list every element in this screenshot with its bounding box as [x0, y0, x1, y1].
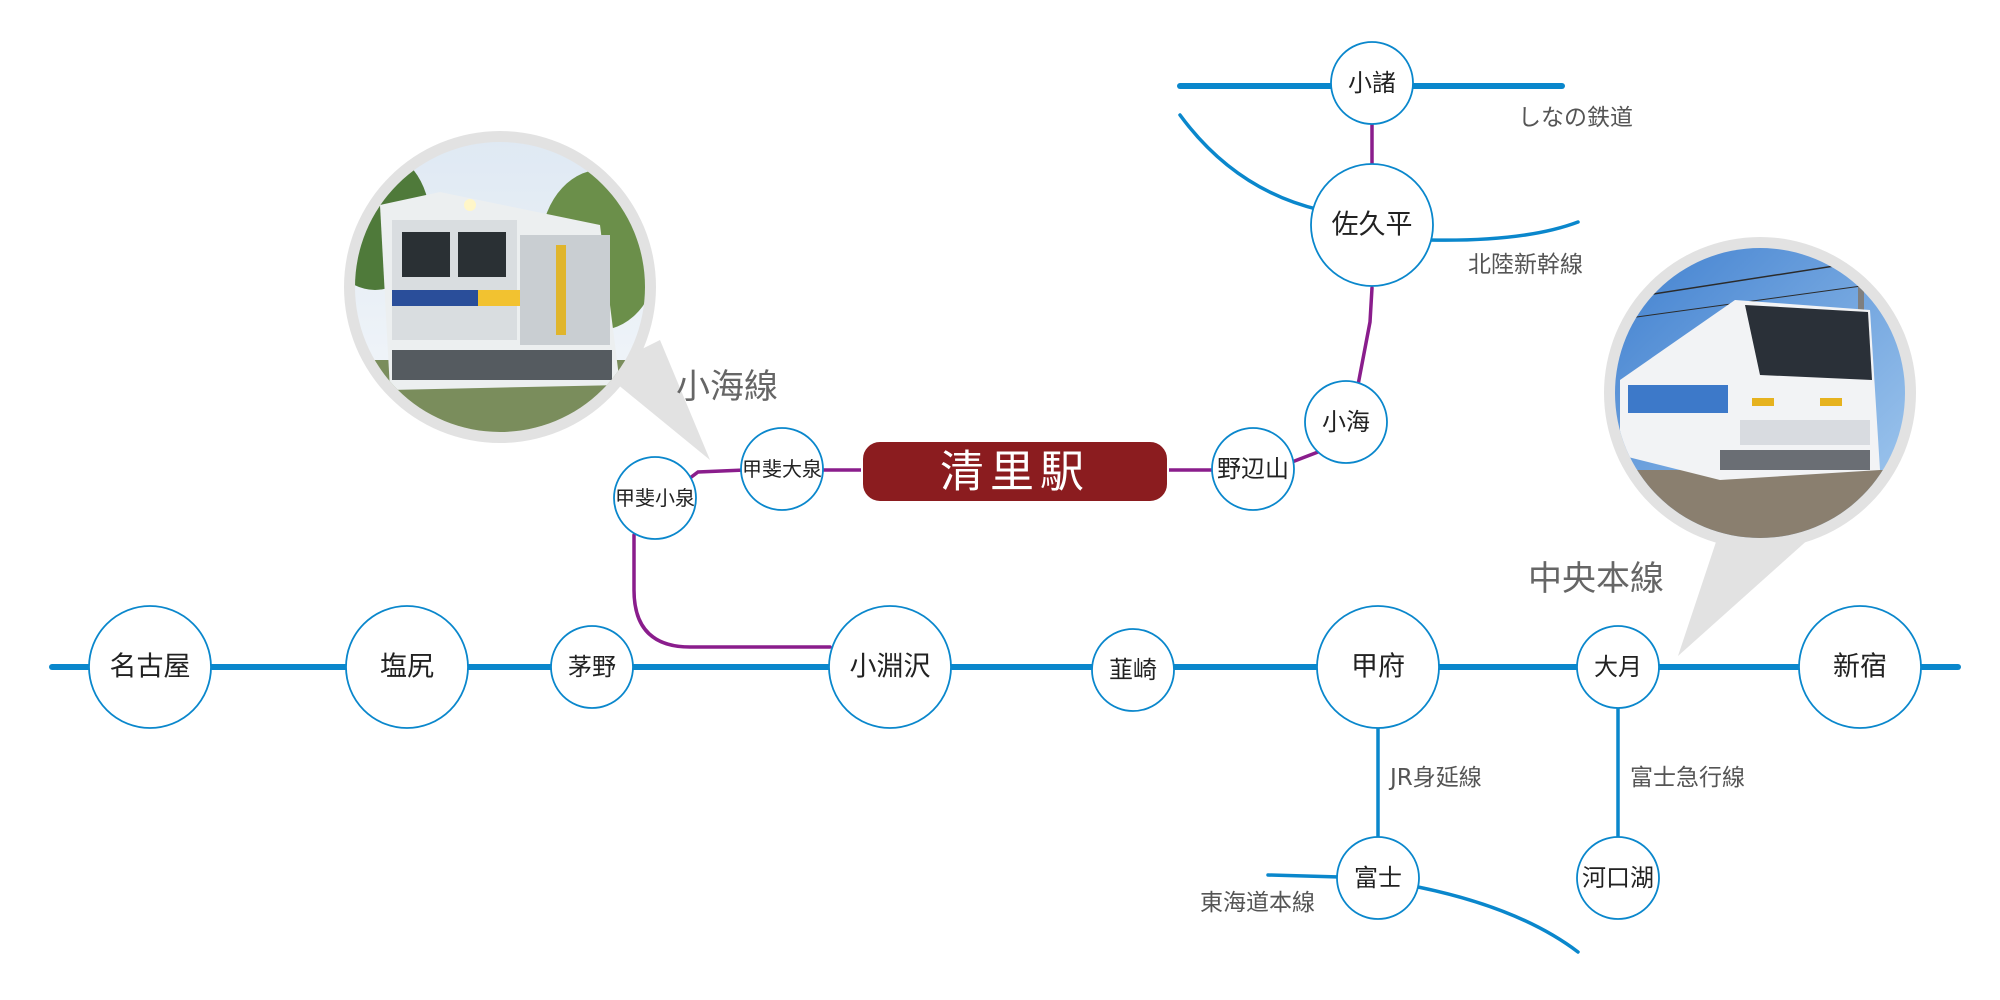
- station-kofu[interactable]: 甲府: [1316, 605, 1440, 729]
- station-sakudaira[interactable]: 佐久平: [1310, 163, 1434, 287]
- main-station-kiyosato[interactable]: 清里駅: [861, 440, 1169, 503]
- station-nagoya[interactable]: 名古屋: [88, 605, 212, 729]
- svg-text:新宿: 新宿: [1833, 652, 1887, 683]
- label-koumi-line: 小海線: [676, 367, 778, 407]
- label-jr-minobu-line: JR身延線: [1388, 765, 1482, 791]
- station-kawaguchiko[interactable]: 河口湖: [1576, 836, 1660, 920]
- svg-text:韮崎: 韮崎: [1109, 656, 1157, 684]
- svg-text:小海: 小海: [1322, 408, 1370, 436]
- svg-text:甲府: 甲府: [1351, 652, 1405, 683]
- label-chuo-main-line: 中央本線: [1528, 559, 1664, 599]
- svg-text:富士: 富士: [1354, 864, 1402, 892]
- label-hokuriku-shinkansen: 北陸新幹線: [1468, 252, 1583, 278]
- svg-text:小淵沢: 小淵沢: [850, 652, 931, 683]
- label-tokaido-main-line: 東海道本線: [1200, 890, 1315, 916]
- station-komoro[interactable]: 小諸: [1330, 41, 1414, 125]
- station-otsuki[interactable]: 大月: [1576, 625, 1660, 709]
- station-chino[interactable]: 茅野: [550, 625, 634, 709]
- svg-text:大月: 大月: [1594, 653, 1642, 681]
- station-shinjuku[interactable]: 新宿: [1798, 605, 1922, 729]
- main-station-label: 清里駅: [940, 447, 1090, 498]
- station-fuji[interactable]: 富士: [1336, 836, 1420, 920]
- hokuriku-shinkansen-track: [1178, 113, 1580, 242]
- station-kai-oizumi[interactable]: 甲斐大泉: [740, 427, 824, 511]
- station-kai-koizumi[interactable]: 甲斐小泉: [613, 456, 697, 540]
- svg-text:名古屋: 名古屋: [110, 652, 191, 683]
- svg-text:河口湖: 河口湖: [1582, 864, 1654, 892]
- station-nobeyama[interactable]: 野辺山: [1211, 427, 1295, 511]
- svg-text:佐久平: 佐久平: [1332, 210, 1413, 241]
- svg-text:甲斐小泉: 甲斐小泉: [615, 486, 695, 510]
- station-nirasaki[interactable]: 韮崎: [1091, 628, 1175, 712]
- svg-text:茅野: 茅野: [568, 653, 616, 681]
- label-fujikyu-line: 富士急行線: [1630, 765, 1745, 791]
- station-shiojiri[interactable]: 塩尻: [345, 605, 469, 729]
- koumi-line-track: [632, 122, 1374, 649]
- svg-text:甲斐大泉: 甲斐大泉: [742, 457, 822, 481]
- station-kobuchizawa[interactable]: 小淵沢: [828, 605, 952, 729]
- label-shinano-railway: しなの鉄道: [1518, 105, 1633, 131]
- station-koumi[interactable]: 小海: [1304, 380, 1388, 464]
- svg-text:塩尻: 塩尻: [380, 652, 434, 683]
- koumi-train-photo: [344, 131, 710, 460]
- tokaido-main-line-track: [1266, 873, 1580, 954]
- svg-text:野辺山: 野辺山: [1217, 455, 1289, 483]
- svg-text:小諸: 小諸: [1348, 69, 1396, 97]
